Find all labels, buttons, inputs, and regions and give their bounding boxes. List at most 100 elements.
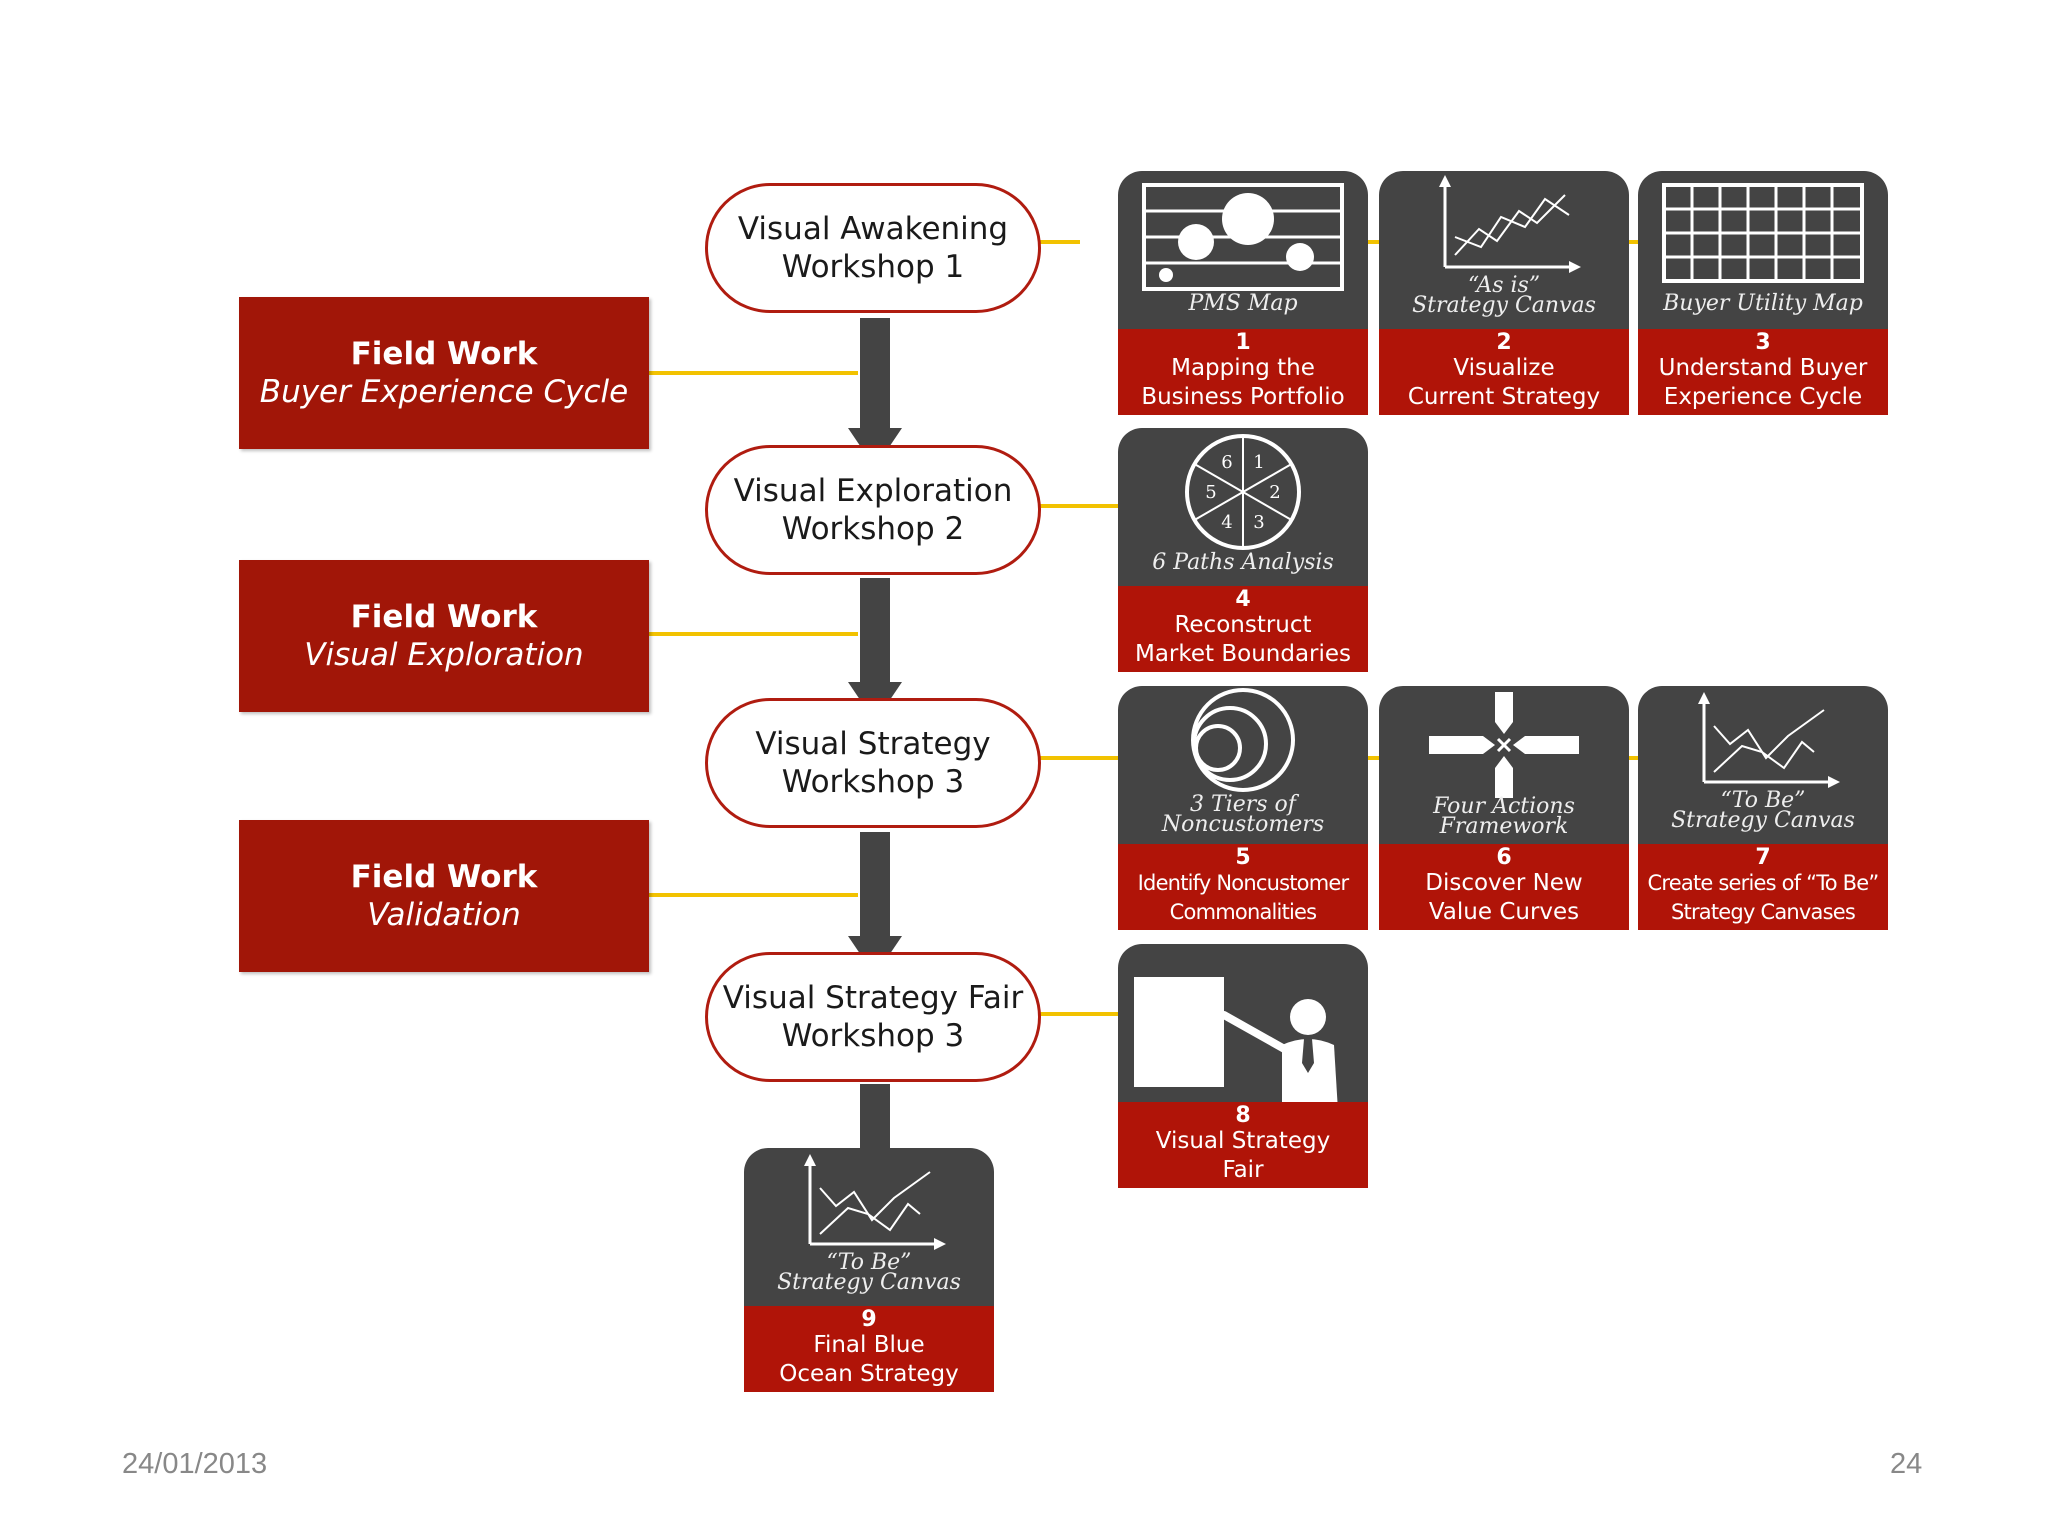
- tool-buyer-utility-map: Buyer Utility Map 3 Understand Buyer Exp…: [1638, 171, 1888, 415]
- tool-caption: “To Be”: [1720, 788, 1806, 813]
- tool-label-box: 8 Visual Strategy Fair: [1118, 1102, 1368, 1188]
- four-actions-arrows-icon: [1429, 692, 1579, 798]
- step-label: Visual Strategy: [1155, 1128, 1331, 1154]
- tool-label-box: 7 Create series of “To Be” Strategy Canv…: [1638, 844, 1888, 930]
- tool-six-paths-analysis: 1 2 3 4 5 6 6 Paths Analysis 4 Reconstru…: [1118, 428, 1368, 672]
- connector-line: [1622, 756, 1640, 760]
- presenter-icon: [1134, 977, 1338, 1102]
- tool-label-box: 9 Final Blue Ocean Strategy: [744, 1306, 994, 1392]
- workshop-visual-awakening: Visual Awakening Workshop 1: [705, 183, 1041, 313]
- connector-line: [1040, 504, 1120, 508]
- connector-line: [648, 371, 858, 375]
- workshop-visual-exploration: Visual Exploration Workshop 2: [705, 445, 1041, 575]
- footer-page-number: 24: [1890, 1448, 1923, 1480]
- tool-caption: “As is”: [1467, 273, 1541, 298]
- tool-caption: “To Be”: [826, 1250, 912, 1275]
- step-number: 2: [1496, 330, 1512, 355]
- tool-caption: Strategy Canvas: [777, 1270, 961, 1295]
- step-label: Current Strategy: [1407, 384, 1601, 410]
- tool-label-box: 4 Reconstruct Market Boundaries: [1118, 586, 1368, 672]
- tool-visual-strategy-fair: 8 Visual Strategy Fair: [1118, 944, 1368, 1188]
- connector-line: [1362, 240, 1380, 244]
- tool-caption: Framework: [1439, 814, 1569, 839]
- step-label: Final Blue: [813, 1332, 925, 1358]
- workshop-sub: Workshop 3: [781, 1018, 965, 1054]
- workshop-sub: Workshop 1: [781, 249, 965, 285]
- step-label: Business Portfolio: [1141, 384, 1345, 410]
- fieldwork-title: Field Work: [350, 599, 538, 635]
- path-number: 2: [1269, 482, 1280, 503]
- flow-arrow-shaft: [860, 1084, 890, 1150]
- step-label: Create series of “To Be”: [1647, 871, 1880, 895]
- path-number: 6: [1221, 452, 1232, 473]
- tool-label-box: 5 Identify Noncustomer Commonalities: [1118, 844, 1368, 930]
- step-label: Fair: [1222, 1157, 1264, 1183]
- strategy-canvas-icon: [1439, 175, 1581, 273]
- flow-arrow-shaft: [860, 832, 890, 938]
- step-number: 4: [1235, 587, 1251, 612]
- connector-line: [1040, 756, 1120, 760]
- fieldwork-sub: Buyer Experience Cycle: [259, 374, 629, 410]
- step-label: Visualize: [1453, 355, 1555, 381]
- footer-date: 24/01/2013: [122, 1448, 268, 1480]
- step-number: 5: [1235, 845, 1251, 870]
- tool-as-is-strategy-canvas: “As is” Strategy Canvas 2 Visualize Curr…: [1379, 171, 1629, 415]
- tool-final-blue-ocean-strategy: “To Be” Strategy Canvas 9 Final Blue Oce…: [744, 1148, 994, 1392]
- step-label: Ocean Strategy: [779, 1361, 959, 1387]
- workshop-visual-strategy: Visual Strategy Workshop 3: [705, 698, 1041, 828]
- step-label: Discover New: [1425, 870, 1583, 896]
- fieldwork-title: Field Work: [350, 336, 538, 372]
- step-label: Strategy Canvases: [1671, 900, 1856, 924]
- tool-caption: 6 Paths Analysis: [1152, 550, 1334, 575]
- workshop-title: Visual Exploration: [733, 473, 1013, 509]
- step-number: 6: [1496, 845, 1512, 870]
- fieldwork-sub: Validation: [367, 897, 521, 933]
- connector-line: [1040, 1012, 1120, 1016]
- step-label: Identify Noncustomer: [1137, 871, 1350, 895]
- step-number: 3: [1755, 330, 1771, 355]
- tool-label-box: 2 Visualize Current Strategy: [1379, 329, 1629, 415]
- path-number: 5: [1205, 482, 1216, 503]
- step-label: Experience Cycle: [1663, 384, 1863, 410]
- connector-line: [1622, 240, 1640, 244]
- workshop-title: Visual Strategy: [755, 726, 991, 762]
- step-label: Commonalities: [1169, 900, 1317, 924]
- path-number: 4: [1221, 512, 1232, 533]
- connector-line: [1040, 240, 1080, 244]
- step-label: Understand Buyer: [1658, 355, 1868, 381]
- path-number: 1: [1253, 452, 1264, 473]
- tool-caption: Four Actions: [1433, 794, 1575, 819]
- tool-caption: Buyer Utility Map: [1663, 291, 1863, 316]
- fieldwork-title: Field Work: [350, 859, 538, 895]
- strategy-canvas-icon: [1698, 692, 1840, 788]
- workshop-title: Visual Strategy Fair: [722, 980, 1024, 1016]
- workshop-sub: Workshop 3: [781, 764, 965, 800]
- tool-to-be-strategy-canvas: “To Be” Strategy Canvas 7 Create series …: [1638, 686, 1888, 930]
- flow-arrow-shaft: [860, 318, 890, 430]
- tool-caption: Strategy Canvas: [1671, 808, 1855, 833]
- connector-line: [1362, 756, 1380, 760]
- tool-label-box: 6 Discover New Value Curves: [1379, 844, 1629, 930]
- fieldwork-validation: Field Work Validation: [239, 820, 649, 972]
- connector-line: [648, 893, 858, 897]
- workshop-sub: Workshop 2: [781, 511, 965, 547]
- pms-map-icon: [1142, 183, 1344, 291]
- workshop-visual-strategy-fair: Visual Strategy Fair Workshop 3: [705, 952, 1041, 1082]
- workshop-title: Visual Awakening: [737, 211, 1009, 247]
- step-number: 8: [1235, 1103, 1251, 1128]
- step-number: 1: [1235, 330, 1251, 355]
- tool-pms-map: PMS Map 1 Mapping the Business Portfolio: [1118, 171, 1368, 415]
- fieldwork-buyer-experience-cycle: Field Work Buyer Experience Cycle: [239, 297, 649, 449]
- path-number: 3: [1253, 512, 1264, 533]
- step-label: Value Curves: [1428, 899, 1580, 925]
- three-tiers-circles-icon: [1191, 688, 1295, 792]
- tool-four-actions-framework: Four Actions Framework 6 Discover New Va…: [1379, 686, 1629, 930]
- tool-caption: PMS Map: [1188, 291, 1298, 316]
- tool-label-box: 1 Mapping the Business Portfolio: [1118, 329, 1368, 415]
- strategy-canvas-icon: [804, 1154, 946, 1250]
- step-label: Reconstruct: [1174, 612, 1312, 638]
- flow-arrow-shaft: [860, 578, 890, 684]
- fieldwork-visual-exploration: Field Work Visual Exploration: [239, 560, 649, 712]
- tool-caption: Noncustomers: [1161, 812, 1325, 837]
- connector-line: [648, 632, 858, 636]
